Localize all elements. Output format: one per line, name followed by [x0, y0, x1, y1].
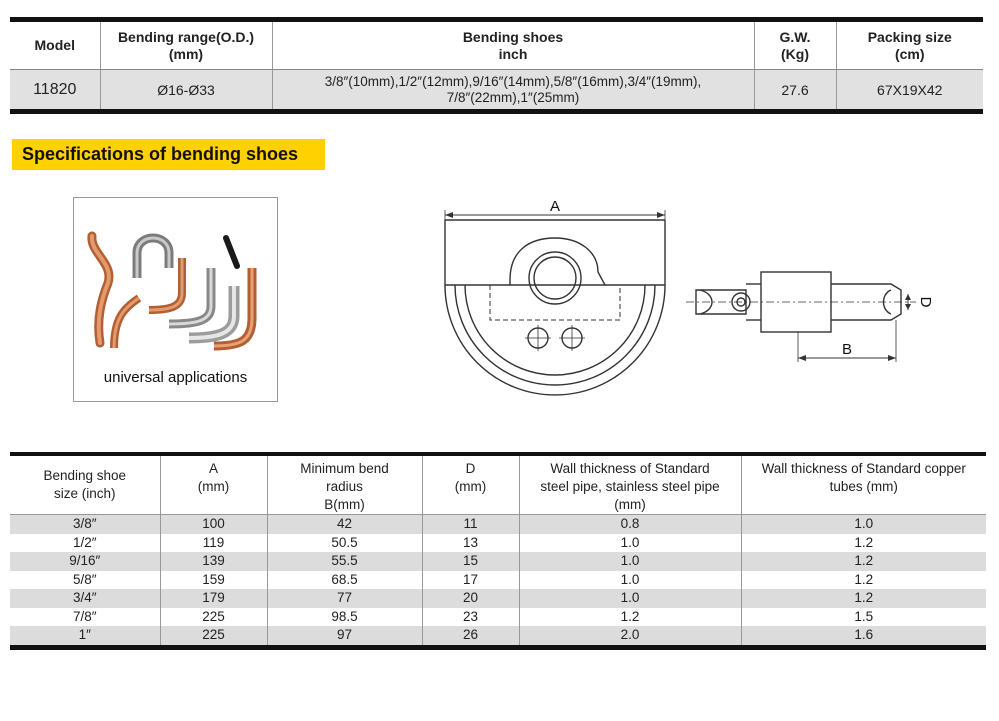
cell-a: 159: [159, 570, 267, 589]
machine-spec-table: Model Bending range(O.D.) (mm) Bending s…: [10, 17, 983, 114]
shoe-front-drawing: A: [444, 198, 666, 396]
machine-spec-header-row: Model Bending range(O.D.) (mm) Bending s…: [10, 19, 983, 70]
header-shoe-size: Bending shoe size (inch): [10, 454, 160, 515]
header-min-bend-radius: Minimum bend radius B(mm): [266, 454, 422, 515]
cell-copper: 1.2: [740, 533, 986, 552]
cell-size: 1/2″: [72, 534, 97, 550]
cell-a: 119: [159, 533, 267, 552]
table-row: 1/2″ 119 50.5 13 1.0 1.2: [10, 533, 986, 552]
cell-copper: 1.0: [740, 514, 986, 534]
cell-steel: 1.2: [518, 607, 741, 626]
cell-a: 100: [159, 514, 267, 534]
cell-d: 17: [421, 570, 519, 589]
cell-a: 225: [159, 626, 267, 647]
cell-a: 139: [159, 552, 267, 571]
table-row: 3/4″ 179 77 20 1.0 1.2: [10, 589, 986, 608]
cell-size: 5/8″: [72, 571, 97, 587]
bending-shoe-spec-table: Bending shoe size (inch) A (mm) Minimum …: [10, 452, 986, 650]
bent-pipes-icon: [87, 231, 257, 351]
cell-d: 23: [421, 607, 519, 626]
dimension-d-label: D: [917, 297, 934, 308]
cell-d: 13: [421, 533, 519, 552]
packing-size-value: 67X19X42: [835, 69, 983, 112]
cell-b: 97: [266, 626, 422, 647]
header-a: A (mm): [159, 454, 267, 515]
cell-b: 42: [266, 514, 422, 534]
cell-steel: 0.8: [518, 514, 741, 534]
applications-image: universal applications: [73, 197, 278, 402]
cell-d: 26: [421, 626, 519, 647]
cell-copper: 1.2: [740, 589, 986, 608]
bending-range-value: Ø16-Ø33: [99, 69, 272, 112]
gross-weight-value: 27.6: [753, 69, 836, 112]
dimension-b-label: B: [842, 341, 852, 358]
spec-header-row: Bending shoe size (inch) A (mm) Minimum …: [10, 454, 986, 515]
cell-steel: 1.0: [518, 533, 741, 552]
cell-a: 179: [159, 589, 267, 608]
cell-size: 3/4″: [10, 589, 160, 608]
cell-a: 225: [159, 607, 267, 626]
header-steel-wall-thickness: Wall thickness of Standard steel pipe, s…: [518, 454, 741, 515]
machine-spec-row: 11820 Ø16-Ø33 3/8″(10mm),1/2″(12mm),9/16…: [10, 69, 983, 112]
cell-copper: 1.5: [740, 607, 986, 626]
section-heading: Specifications of bending shoes: [12, 139, 325, 170]
header-model: Model: [10, 19, 100, 70]
cell-d: 11: [421, 514, 519, 534]
table-row: 9/16″ 139 55.5 15 1.0 1.2: [10, 552, 986, 571]
shoe-side-drawing: D B: [686, 271, 934, 362]
applications-caption: universal applications: [103, 369, 248, 386]
header-copper-wall-thickness: Wall thickness of Standard copper tubes …: [740, 454, 986, 515]
cell-steel: 1.0: [518, 589, 741, 608]
model-value: 11820: [10, 69, 100, 112]
dimension-a-label: A: [550, 198, 560, 215]
bending-shoes-value: 3/8″(10mm),1/2″(12mm),9/16″(14mm),5/8″(1…: [271, 69, 754, 112]
cell-b: 98.5: [266, 607, 422, 626]
header-d: D (mm): [421, 454, 519, 515]
cell-size: 1″: [10, 626, 160, 647]
cell-steel: 1.0: [518, 570, 741, 589]
cell-d: 20: [421, 589, 519, 608]
table-row: 5/8″ 159 68.5 17 1.0 1.2: [10, 570, 986, 589]
header-gross-weight: G.W. (Kg): [753, 19, 836, 70]
cell-size: 7/8″: [72, 608, 97, 624]
header-bending-range: Bending range(O.D.) (mm): [99, 19, 272, 70]
cell-steel: 1.0: [518, 552, 741, 571]
cell-copper: 1.2: [740, 552, 986, 571]
table-row: 7/8″ 225 98.5 23 1.2 1.5: [10, 607, 986, 626]
table-row: 3/8″ 100 42 11 0.8 1.0: [10, 514, 986, 534]
cell-size: 3/8″: [10, 514, 160, 534]
cell-steel: 2.0: [518, 626, 741, 647]
cell-b: 68.5: [266, 570, 422, 589]
table-row: 1″ 225 97 26 2.0 1.6: [10, 626, 986, 647]
cell-copper: 1.2: [740, 570, 986, 589]
header-packing-size: Packing size (cm): [835, 19, 983, 70]
cell-b: 55.5: [266, 552, 422, 571]
cell-size: 9/16″: [10, 552, 160, 571]
cell-copper: 1.6: [740, 626, 986, 647]
cell-d: 15: [421, 552, 519, 571]
cell-b: 77: [266, 589, 422, 608]
header-bending-shoes: Bending shoes inch: [271, 19, 754, 70]
cell-b: 50.5: [266, 533, 422, 552]
